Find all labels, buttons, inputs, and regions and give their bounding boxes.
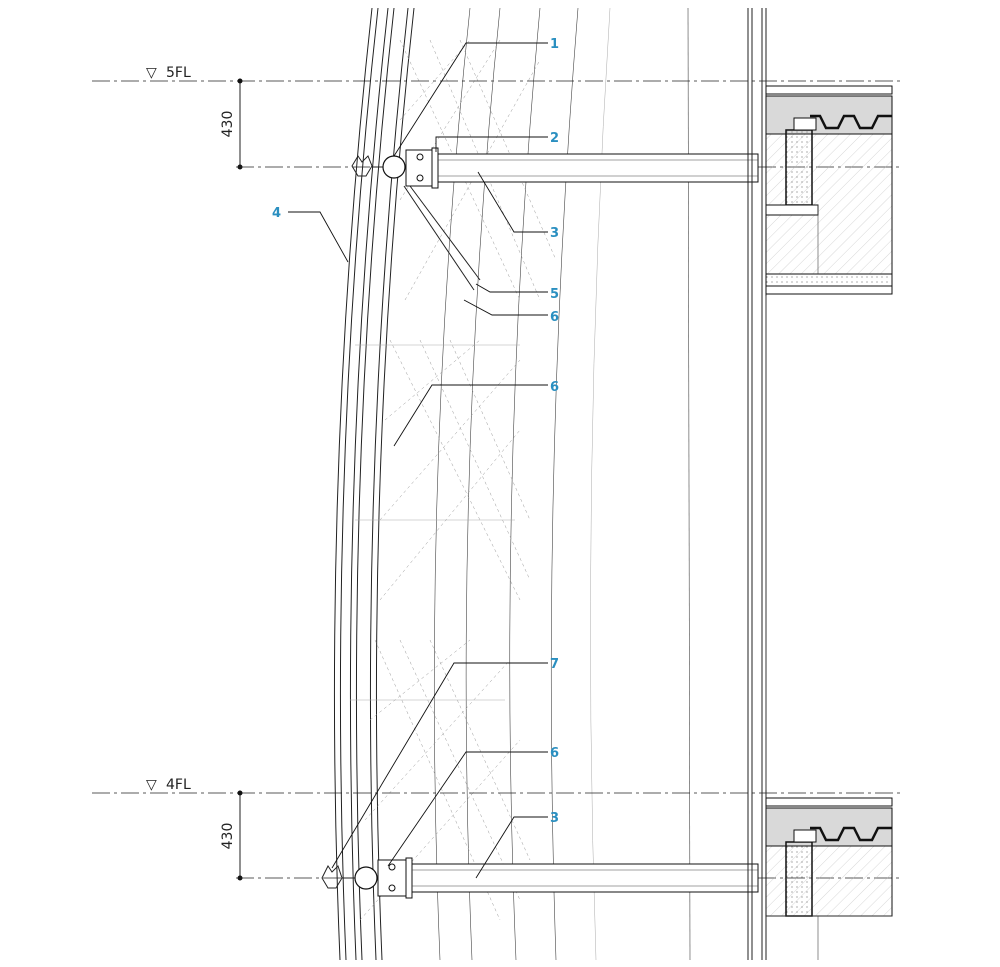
bracket-assembly-upper xyxy=(351,147,759,291)
dimension-label-upper: 430 xyxy=(220,111,236,138)
callout-5: 5 xyxy=(475,283,559,302)
callout-label: 2 xyxy=(550,131,559,146)
callout-label: 7 xyxy=(550,657,559,672)
mesh-pattern xyxy=(350,39,557,921)
callout-label: 3 xyxy=(550,226,559,241)
building-mullion-column xyxy=(747,8,767,960)
level-marker-5fl-symbol: ▽ xyxy=(146,65,157,81)
level-line-4fl: ▽ 4FL xyxy=(92,777,900,794)
callout-label: 5 xyxy=(550,287,559,302)
callout-6-upper: 6 xyxy=(463,299,559,325)
callout-6-middle: 6 xyxy=(393,380,559,447)
curved-glass-skin xyxy=(333,7,691,961)
level-line-5fl: ▽ 5FL xyxy=(92,65,900,82)
floor-slab-lower xyxy=(765,797,893,960)
dimension-label-lower: 430 xyxy=(220,823,236,850)
callout-label: 6 xyxy=(550,380,559,395)
callout-4: 4 xyxy=(272,206,349,263)
callout-label: 3 xyxy=(550,811,559,826)
callout-3-upper: 3 xyxy=(477,171,559,241)
callout-6-lower: 6 xyxy=(387,746,559,867)
floor-slab-upper xyxy=(765,85,893,295)
callout-7: 7 xyxy=(331,657,559,869)
callout-2: 2 xyxy=(435,131,559,152)
callout-1: 1 xyxy=(393,37,559,157)
bracket-assembly-lower xyxy=(321,857,759,899)
level-marker-4fl-symbol: ▽ xyxy=(146,777,157,793)
level-label-4fl: 4FL xyxy=(166,777,191,793)
callout-label: 6 xyxy=(550,746,559,761)
callout-label: 6 xyxy=(550,310,559,325)
level-label-5fl: 5FL xyxy=(166,65,191,81)
callout-label: 4 xyxy=(272,206,281,221)
callout-3-lower: 3 xyxy=(475,811,559,879)
callout-label: 1 xyxy=(550,37,559,52)
